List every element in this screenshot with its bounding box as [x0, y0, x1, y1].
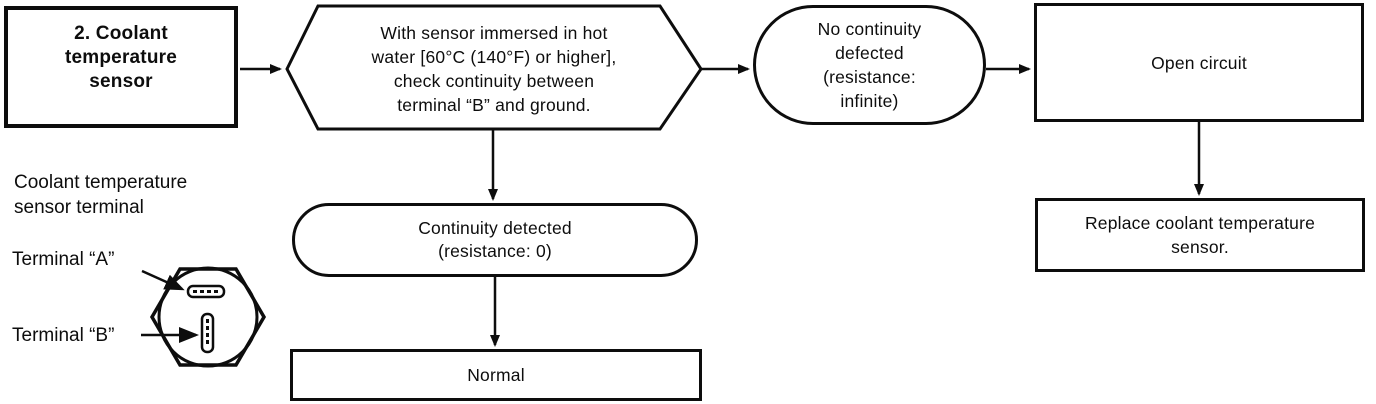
- terminal-a-slot: [186, 284, 226, 299]
- node-coolant-temperature-sensor: 2. Coolant temperature sensor: [4, 6, 238, 128]
- sensor-illustration: [141, 266, 267, 368]
- node-normal: Normal: [290, 349, 702, 401]
- node-replace-sensor: Replace coolant temperature sensor.: [1035, 198, 1365, 272]
- terminal-a-pointer-arrow: [141, 269, 185, 291]
- terminal-b-label: Terminal “B”: [12, 325, 115, 346]
- sensor-body-circle: [157, 266, 259, 368]
- terminal-a-label: Terminal “A”: [12, 249, 115, 270]
- node-no-continuity-result: No continuity defected (resistance: infi…: [753, 5, 986, 125]
- node-open-circuit: Open circuit: [1034, 3, 1364, 122]
- node-continuity-result: Continuity detected (resistance: 0): [292, 203, 698, 277]
- sensor-callout-caption: Coolant temperature sensor terminal: [14, 172, 188, 218]
- node-check-continuity-text: With sensor immersed in hot water [60°C …: [371, 23, 617, 115]
